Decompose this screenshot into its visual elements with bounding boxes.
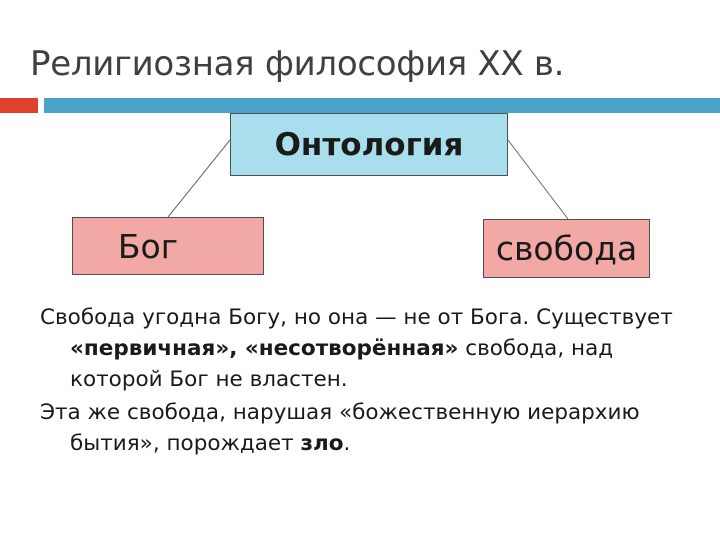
body-text: Свобода угодна Богу, но она — не от Бога…	[40, 302, 710, 459]
accent-square	[0, 98, 38, 113]
paragraph-1-text-b: свобода, над которой Бог не властен.	[70, 336, 614, 392]
paragraph-1-bold: «первичная», «несотворённая»	[70, 336, 459, 361]
diagram-node-freedom-label: свобода	[495, 229, 638, 268]
diagram-node-ontology-label: Онтология	[274, 126, 464, 163]
paragraph-evil: Эта же свобода, нарушая «божественную ие…	[40, 397, 710, 459]
paragraph-1-text-a: Свобода угодна Богу, но она — не от Бога…	[40, 305, 673, 330]
diagram-node-freedom: свобода	[483, 219, 650, 278]
connector-right	[507, 139, 569, 220]
paragraph-freedom: Свобода угодна Богу, но она — не от Бога…	[40, 302, 710, 395]
diagram-node-god: Бог	[72, 217, 264, 275]
connector-left	[167, 139, 231, 218]
slide-title: Религиозная философия XX в.	[30, 44, 565, 84]
diagram-node-ontology: Онтология	[230, 113, 508, 176]
paragraph-2-text-b: .	[343, 431, 351, 456]
paragraph-2-text-a: Эта же свобода, нарушая «божественную ие…	[40, 400, 640, 456]
paragraph-2-bold: зло	[300, 431, 344, 456]
diagram-node-god-label: Бог	[117, 226, 179, 266]
accent-bar	[44, 98, 720, 113]
